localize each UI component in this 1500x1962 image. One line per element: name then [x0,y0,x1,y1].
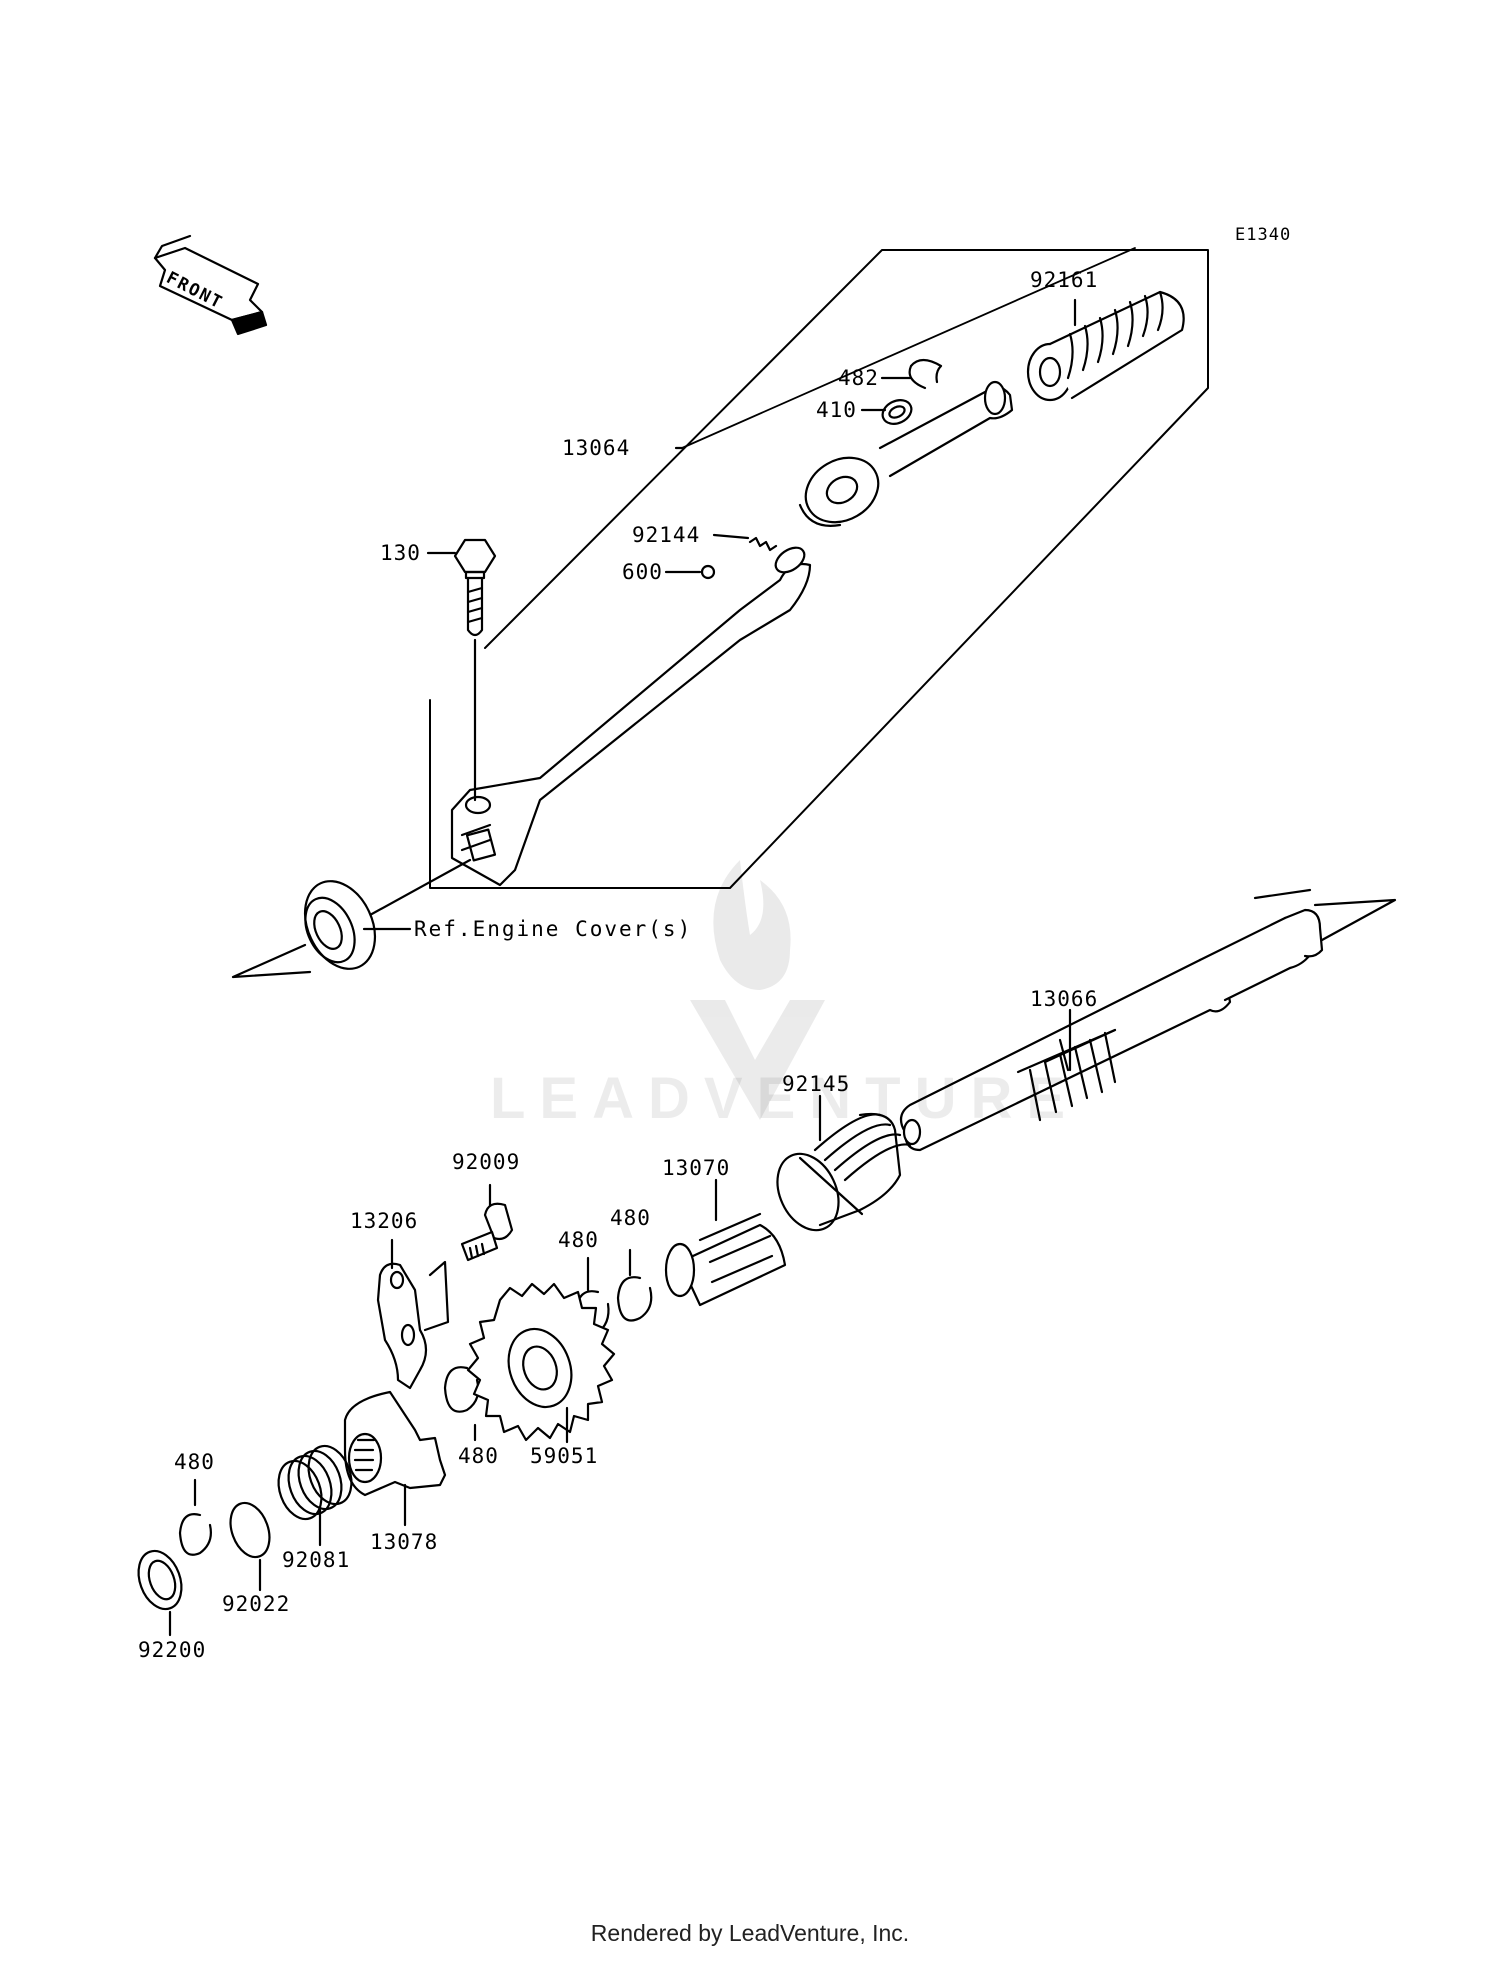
sleeve-13070 [664,1212,787,1307]
callout-13064: 13064 [562,436,631,460]
callout-600: 600 [622,560,663,584]
footer-credit: Rendered by LeadVenture, Inc. [590,1920,910,1946]
ball-600 [700,564,716,580]
ratchet-13078 [343,1390,447,1497]
callout-92144: 92144 [632,523,701,547]
kick-lever-13064 [450,546,812,887]
callout-92145: 92145 [782,1072,851,1096]
washer-410 [881,399,913,425]
circlip-480-c [443,1366,480,1413]
callout-92081: 92081 [282,1548,351,1572]
callout-92009: 92009 [452,1150,521,1174]
pedal-rubber-92161 [1026,290,1185,402]
torsion-spring-92145 [776,1112,912,1232]
spring-92144 [748,536,778,552]
pedal-arm [798,380,1014,527]
diagram-code: E1340 [1235,225,1292,245]
callout-13078: 13078 [370,1530,439,1554]
callout-482: 482 [838,366,879,390]
circlip-480-d [178,1513,212,1556]
kick-gear-59051 [466,1282,616,1442]
callout-59051: 59051 [530,1444,599,1468]
callout-13070: 13070 [662,1156,731,1180]
callout-92200: 92200 [138,1638,207,1662]
callout-130: 130 [380,541,421,565]
callout-13206: 13206 [350,1209,419,1233]
callout-480-a: 480 [610,1206,651,1230]
bolt-130 [453,538,497,637]
pedal-group-outline [429,249,1209,889]
callout-92161: 92161 [1030,268,1099,292]
washer-92022 [229,1501,271,1559]
kick-shaft-13066 [899,888,1324,1152]
circlip-480-a [616,1276,653,1322]
callout-480-b: 480 [558,1228,599,1252]
callout-410: 410 [816,398,857,422]
ratchet-plate-13206 [376,1262,428,1390]
callout-480-d: 480 [174,1450,215,1474]
reference-label: Ref.Engine Cover(s) [414,917,693,941]
callout-13066: 13066 [1030,987,1099,1011]
callout-480-c: 480 [458,1444,499,1468]
circlip-482 [908,358,943,390]
spring-92081 [277,1444,353,1521]
washer-92200 [137,1549,183,1611]
watermark-text: LEADVENTURE [490,1066,1080,1131]
oil-seal [303,880,377,970]
front-arrow-icon [153,234,268,336]
callout-92022: 92022 [222,1592,291,1616]
bolt-92009 [460,1202,514,1262]
watermark-logo [690,860,825,1120]
